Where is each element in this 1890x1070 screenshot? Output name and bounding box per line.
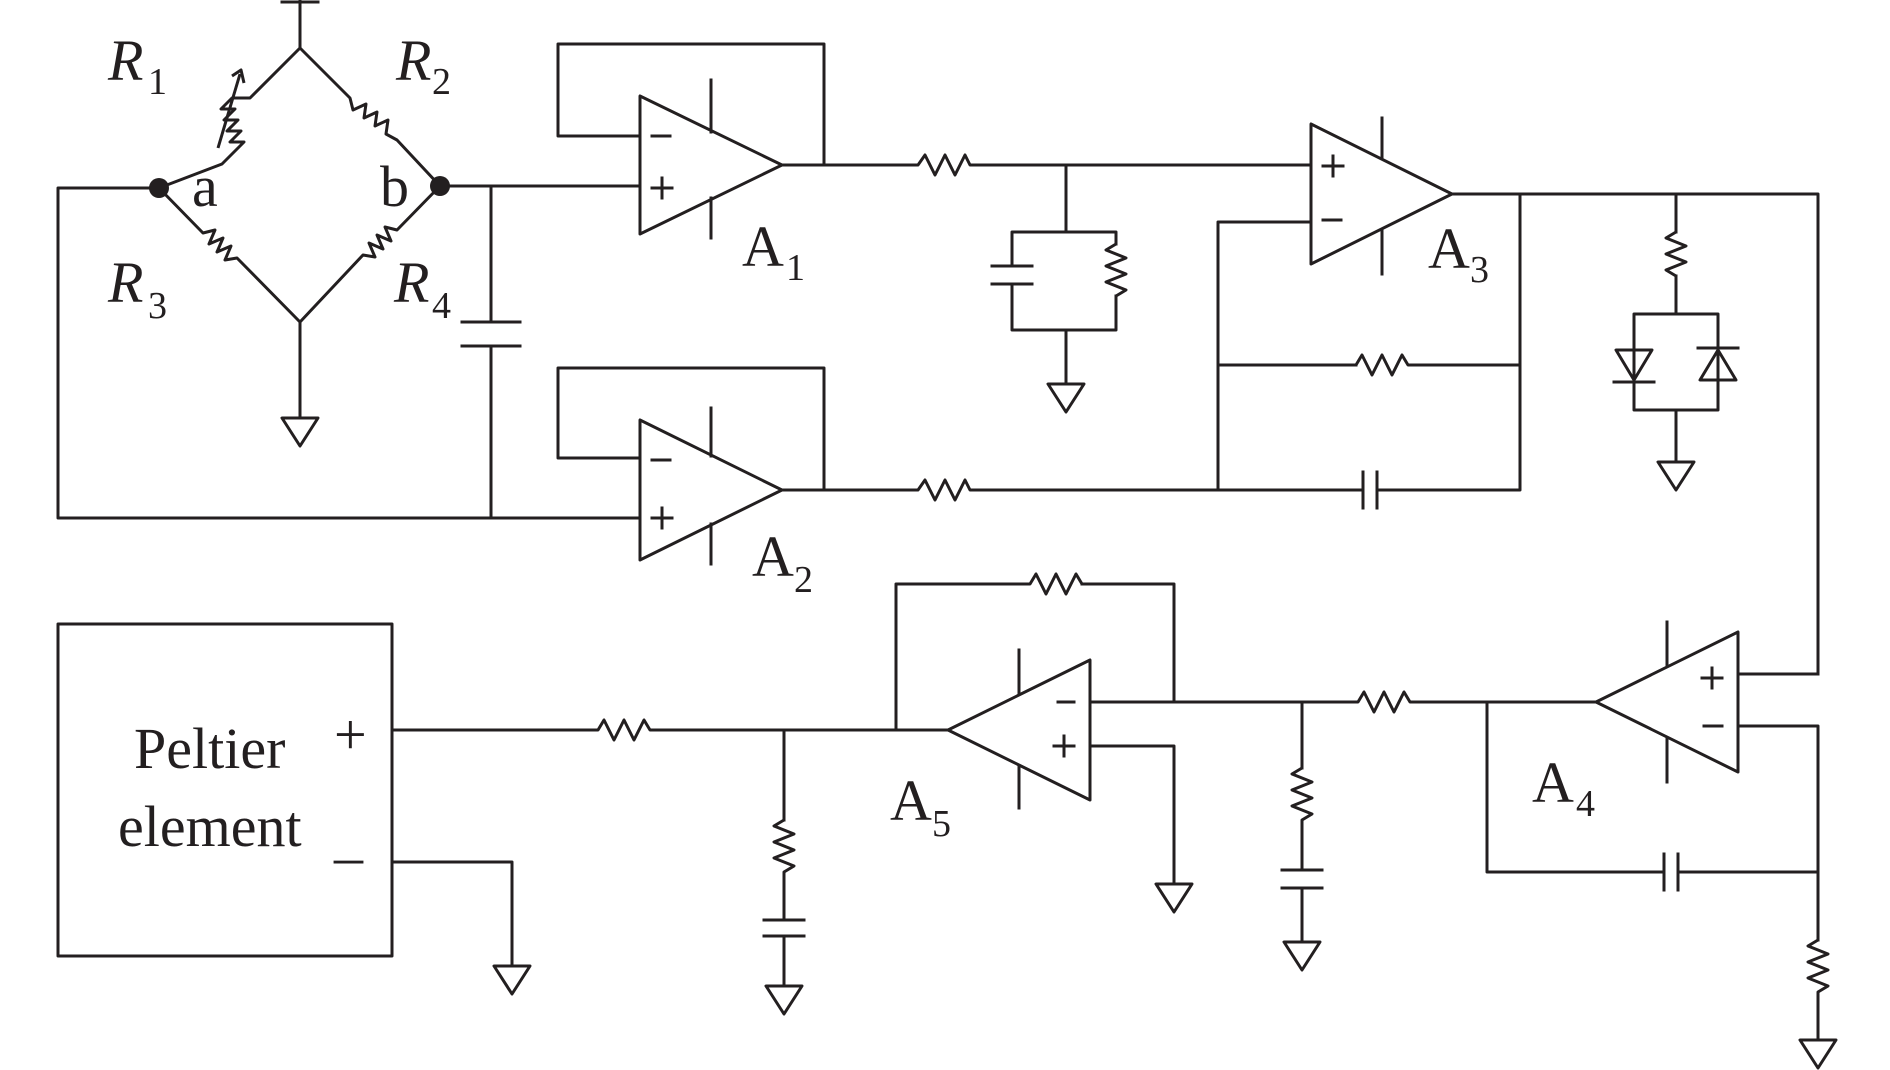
peltier-box [56,622,394,958]
label-r4: R [393,250,429,315]
a4-minus-input [1736,724,1820,942]
resistor-r2 [298,46,442,188]
wheatstone-bridge [56,0,642,520]
rc-series-ground [1280,700,1324,972]
labels: R 1 R 2 R 3 R 4 a b A 1 A 2 A 3 A 4 A 5 … [107,28,1595,869]
label-a4: A [1532,750,1574,815]
peltier-minus-wire [390,860,514,968]
label-a1: A [742,214,784,279]
rc-wire-bottom [1010,282,1118,332]
resistor-r1 [158,46,302,190]
rc-wire-right-top [1064,230,1118,246]
rc2-resistor [1290,766,1314,870]
rc-wire-left-top [1010,163,1068,268]
resistor-r4 [298,184,442,324]
resistor-a5-out [392,718,896,742]
ground-icon [1282,940,1322,972]
a3-minus-input [1216,220,1313,492]
rc-resistor [1104,242,1128,298]
label-a5-sub: 5 [932,803,951,845]
a5-fb-wire-right [1080,582,1176,704]
diode-clamp [1612,192,1740,492]
resistor-a2-out [908,478,1218,502]
label-peltier-plus: + [334,702,367,767]
label-peltier-line2: element [118,794,302,859]
a5-plus-ground-wire [1088,744,1176,886]
label-a3: A [1428,216,1470,281]
ground-icon [764,984,804,1016]
label-node-a: a [192,154,218,219]
resistor-a4-a5 [1090,690,1596,714]
resistor-a1-out [908,153,1066,177]
label-a1-sub: 1 [786,247,805,289]
label-r2-sub: 2 [432,61,451,103]
label-a2: A [752,524,794,589]
label-r1: R [107,28,143,93]
clamp-diode-frame [1632,274,1720,412]
diode-up [1698,348,1738,382]
label-r3: R [107,250,143,315]
ground-icon [1798,1038,1838,1070]
op-amp-a5 [894,572,1194,914]
label-a4-sub: 4 [1576,783,1595,825]
label-r3-sub: 3 [148,285,167,327]
label-r1-sub: 1 [148,61,167,103]
a3-fb-cap-wire-right [1375,192,1522,492]
a3-plus [1321,154,1345,178]
a2-feedback [556,366,826,492]
diode-down [1614,348,1654,382]
a4-ground-resistor [1806,938,1830,1040]
label-peltier-minus: _ [333,804,364,869]
ground-icon [1046,382,1086,414]
ground-icon [1154,882,1194,914]
a2-plus [650,506,674,530]
peltier-element [56,622,532,996]
label-r4-sub: 4 [432,285,451,327]
label-node-b: b [380,154,409,219]
a5-feedback-resistor [894,572,1084,730]
rc3-resistor [772,818,796,920]
ground-icon [1656,460,1696,492]
a4-plus [1700,666,1724,690]
a1-plus [650,176,674,200]
a3-output [1450,192,1820,676]
label-a5: A [890,768,932,833]
variable-arrow-head [231,68,246,84]
op-amp-a2 [556,366,910,566]
label-r2: R [395,28,431,93]
ground-icon [492,964,532,996]
rc-series-ground-2 [762,728,806,1016]
op-amp-a4 [1485,620,1838,1070]
wire-node-a [56,186,642,520]
label-a2-sub: 2 [794,559,813,601]
label-a3-sub: 3 [1470,249,1489,291]
a5-plus [1052,734,1076,758]
clamp-resistor [1664,230,1688,278]
variable-arrow [216,73,242,149]
op-amp-a3 [1064,116,1820,676]
a1-feedback [556,42,826,167]
rc-to-ground [990,163,1128,414]
op-amp-a1 [556,42,910,240]
label-peltier-line1: Peltier [134,716,285,781]
a3-feedback-resistor [1354,353,1520,377]
resistor-r3 [157,186,302,324]
ground-icon [280,416,320,448]
